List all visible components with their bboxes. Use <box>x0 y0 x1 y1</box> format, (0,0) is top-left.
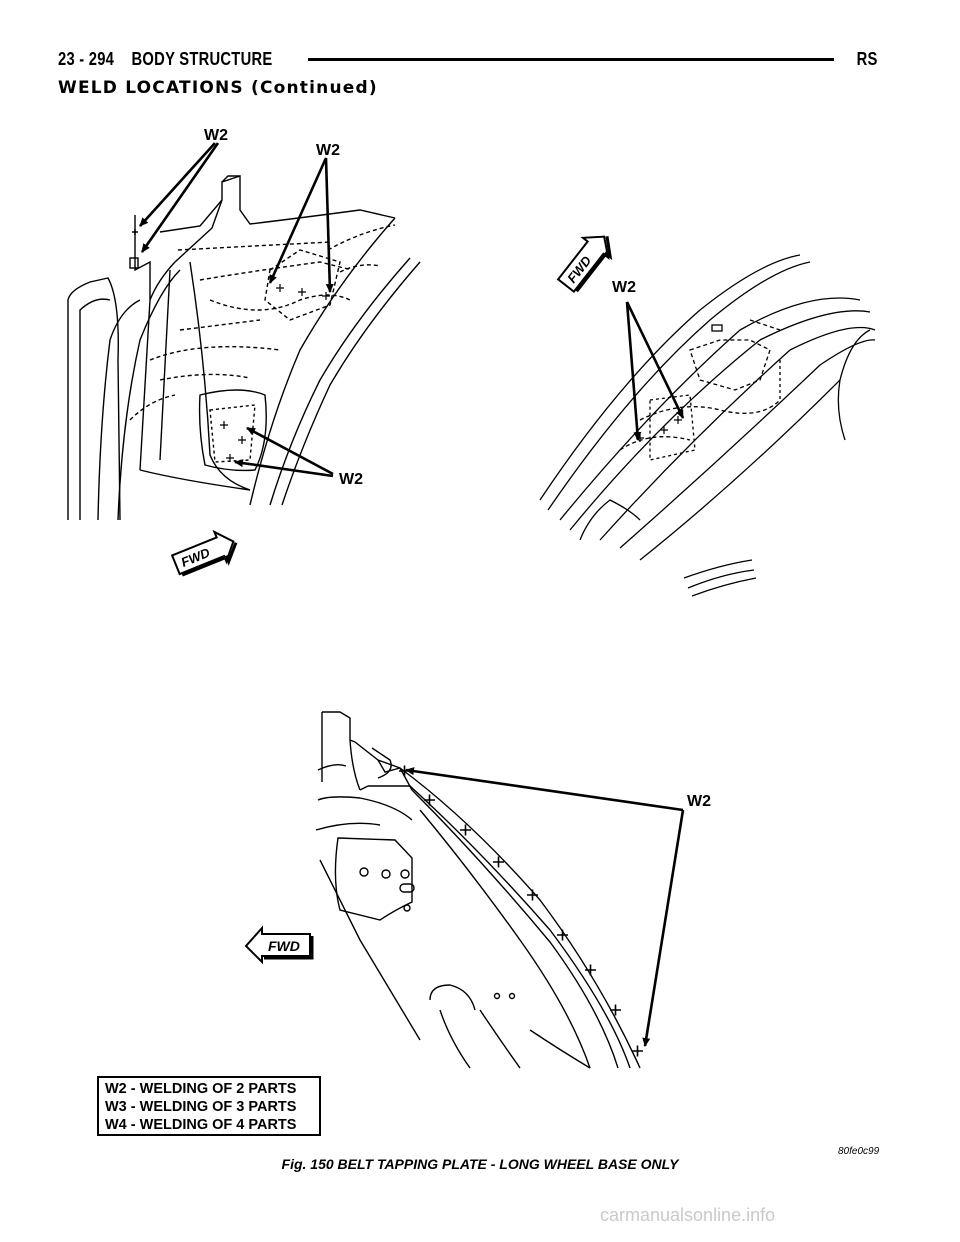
weld-marks-top-left <box>220 284 330 462</box>
w2-label-1: W2 <box>204 127 228 144</box>
view-bottom <box>315 711 641 1069</box>
fwd-arrow-3: FWD <box>244 925 314 965</box>
view-top-right <box>539 254 876 597</box>
legend-w2: W2 - WELDING OF 2 PARTS <box>105 1081 297 1097</box>
fwd-arrow-1: FWD <box>170 529 238 577</box>
leader-arrows-top-right <box>625 301 685 441</box>
leader-arrows-top-left <box>139 142 334 478</box>
legend-w4: W4 - WELDING OF 4 PARTS <box>105 1117 297 1133</box>
w2-label-4: W2 <box>612 279 636 296</box>
fwd-arrow-2: FWD <box>556 235 613 294</box>
figure-caption: Fig. 150 BELT TAPPING PLATE - LONG WHEEL… <box>281 1156 679 1172</box>
weld-marks-top-right <box>636 416 682 442</box>
fwd-label-3: FWD <box>268 938 300 954</box>
header-rule <box>308 58 834 61</box>
leader-arrows-bottom <box>405 767 685 1047</box>
page-header: 23 - 294 BODY STRUCTURE RS <box>58 46 878 72</box>
section-title: WELD LOCATIONS (Continued) <box>58 78 378 98</box>
page-reference: 23 - 294 BODY STRUCTURE <box>58 46 272 72</box>
model-code: RS <box>857 49 878 69</box>
w2-label-3: W2 <box>339 471 363 488</box>
view-top-left <box>67 175 421 521</box>
w2-label-5: W2 <box>687 793 711 810</box>
section-name: BODY STRUCTURE <box>131 49 273 69</box>
weld-legend-box: W2 - WELDING OF 2 PARTS W3 - WELDING OF … <box>97 1076 321 1136</box>
watermark: carmanualsonline.info <box>600 1205 776 1225</box>
w2-label-2: W2 <box>316 142 340 159</box>
legend-w3: W3 - WELDING OF 3 PARTS <box>105 1099 297 1115</box>
page-number: 23 - 294 <box>58 49 115 69</box>
figure-id: 80fe0c99 <box>838 1146 880 1157</box>
